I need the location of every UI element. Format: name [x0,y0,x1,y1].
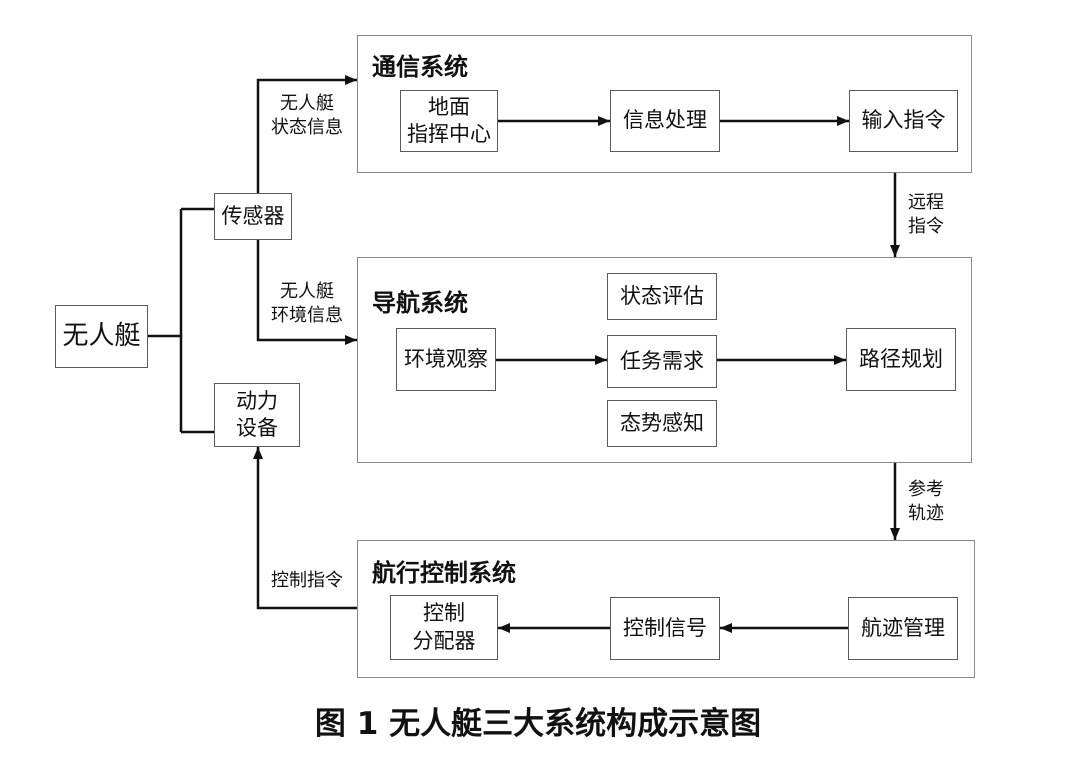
situation-aware-node: 态势感知 [607,400,717,447]
task-demand-label: 任务需求 [620,348,704,373]
ground-command-center-node: 地面 指挥中心 [400,90,498,152]
status-info-line2: 状态信息 [271,117,343,139]
control-allocator-node: 控制 分配器 [390,595,498,660]
track-management-label: 航迹管理 [861,615,945,640]
ctrl-system-title: 航行控制系统 [372,559,516,587]
ctrl-system-group: 航行控制系统 [357,540,975,678]
allocator-line1: 控制 [423,601,465,626]
sensor-label: 传感器 [221,203,285,228]
control-signal-node: 控制信号 [610,597,720,660]
env-observe-node: 环境观察 [396,328,496,391]
situation-aware-label: 态势感知 [620,410,704,435]
power-label-line1: 动力 [236,388,278,413]
allocator-line2: 分配器 [412,628,476,653]
figure-caption: 图 1 无人艇三大系统构成示意图 [314,706,762,742]
status-info-line1: 无人艇 [280,93,334,114]
control-signal-label: 控制信号 [623,615,707,640]
info-processing-node: 信息处理 [610,90,720,152]
usv-label: 无人艇 [62,320,141,351]
path-plan-node: 路径规划 [846,328,956,391]
ground-center-line2: 指挥中心 [407,122,491,146]
remote-command-edge-label: 远程 指令 [903,191,949,240]
env-info-edge-label: 无人艇 环境信息 [264,280,350,329]
env-info-line1: 无人艇 [280,281,334,302]
env-info-line2: 环境信息 [271,305,343,327]
reference-track-line2: 轨迹 [908,503,944,525]
state-eval-node: 状态评估 [607,273,717,320]
reference-track-line1: 参考 [908,479,944,500]
control-command-text: 控制指令 [271,570,343,591]
ctrl-to-power-arrow [253,447,357,610]
power-label-line2: 设备 [236,416,278,440]
remote-command-line2: 指令 [908,216,944,238]
task-demand-node: 任务需求 [607,335,717,388]
path-plan-label: 路径规划 [859,346,943,371]
usv-node: 无人艇 [55,305,148,368]
comm-system-group: 通信系统 [357,35,972,173]
ground-center-line1: 地面 [428,94,470,119]
track-management-node: 航迹管理 [848,597,958,660]
sensor-node: 传感器 [214,193,292,240]
remote-command-line1: 远程 [908,192,944,213]
sensor-to-comm-arrow [256,75,357,193]
power-equipment-node: 动力 设备 [214,383,300,447]
control-command-edge-label: 控制指令 [264,569,350,593]
comm-system-title: 通信系统 [372,53,468,81]
state-eval-label: 状态评估 [620,283,704,308]
info-processing-label: 信息处理 [623,108,707,133]
nav-system-group: 导航系统 [357,257,972,463]
reference-track-edge-label: 参考 轨迹 [903,478,949,527]
nav-system-title: 导航系统 [372,289,468,317]
status-info-edge-label: 无人艇 状态信息 [264,92,350,141]
input-command-label: 输入指令 [861,108,946,133]
input-command-node: 输入指令 [849,90,958,152]
sensor-to-nav-arrow [256,240,357,345]
env-observe-label: 环境观察 [404,346,488,371]
